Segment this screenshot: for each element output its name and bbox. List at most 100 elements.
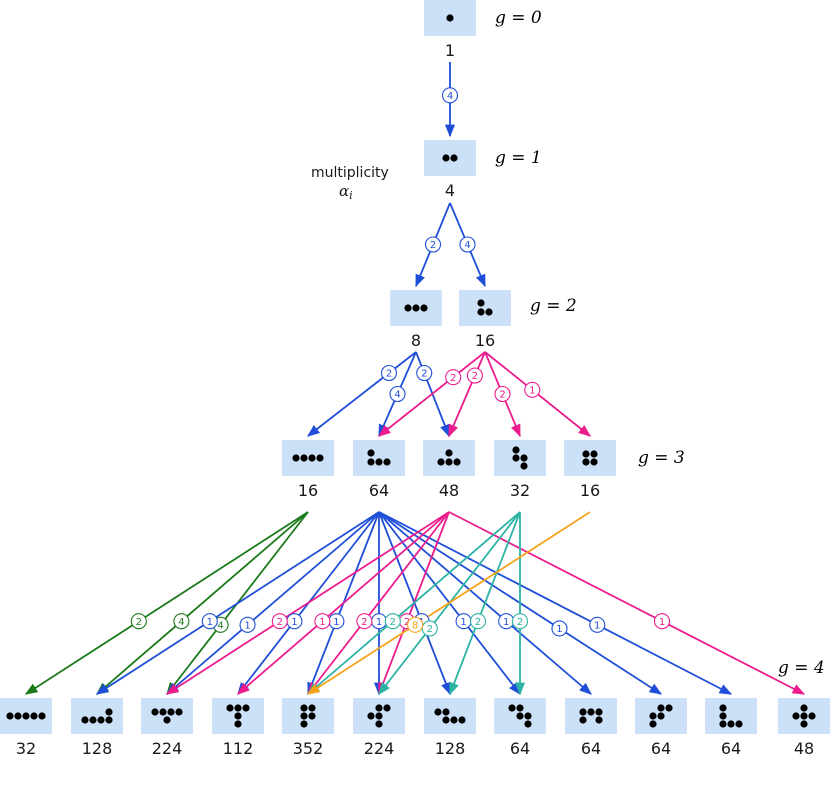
edge-weight-badge: 2: [271, 613, 288, 630]
edge-weight-label: 1: [659, 617, 665, 628]
edge-weight-label: 2: [277, 617, 283, 628]
node-dot: [375, 720, 383, 728]
multiplicity-symbol-sub: i: [349, 189, 353, 202]
node-e9: 64: [635, 698, 687, 758]
multiplicity-symbol-alpha: α: [339, 182, 349, 200]
edge-weight-badge: 4: [441, 87, 459, 104]
node-dot: [175, 708, 183, 716]
edge-weight-circle: [511, 613, 529, 630]
edge-weight-badge: 2: [356, 613, 373, 630]
node-dot: [582, 458, 590, 466]
node-dot: [512, 446, 520, 454]
node-e6: 128: [424, 698, 476, 758]
edge-weight-badge: 1: [286, 613, 303, 630]
edge-weight-label: 2: [361, 617, 367, 628]
edge-weight-label: 2: [450, 373, 456, 384]
node-dot: [300, 454, 308, 462]
node-dot: [524, 720, 532, 728]
node-dot: [151, 708, 159, 716]
edge-weight-label: 1: [594, 620, 600, 631]
edge-weight-label: 2: [386, 369, 392, 380]
node-c0: 8: [390, 290, 442, 350]
node-dot: [437, 458, 445, 466]
node-dot: [520, 462, 528, 470]
node-dot: [292, 454, 300, 462]
edge-weight-badge: 2: [384, 613, 401, 630]
node-dot: [442, 716, 450, 724]
node-multiplicity: 48: [794, 739, 814, 758]
node-dot: [167, 708, 175, 716]
edge-d2-e2: [165, 511, 450, 695]
node-dot: [38, 712, 46, 720]
edge-weight-badge: 1: [498, 613, 515, 630]
node-dot: [450, 716, 458, 724]
node-box: [141, 698, 193, 734]
edge-weight-badge: 1: [328, 613, 345, 630]
node-dot: [383, 704, 391, 712]
edge-weight-badge: 4: [459, 236, 476, 253]
level-label-g3: g = 3: [638, 448, 685, 468]
node-dot: [442, 154, 450, 162]
edge-weight-circle: [239, 616, 256, 633]
node-dot: [367, 449, 375, 457]
node-e8: 64: [565, 698, 617, 758]
node-dot: [458, 716, 466, 724]
edge-weight-badge: 1: [314, 613, 331, 630]
edge-weight-badge: 2: [424, 236, 442, 253]
edge-weight-badge: 2: [494, 385, 511, 403]
edge-weight-circle: [494, 385, 511, 403]
node-dot: [159, 708, 167, 716]
edge-weight-badge: 2: [511, 613, 529, 630]
edge-weight-circle: [441, 87, 459, 104]
node-dot: [450, 154, 458, 162]
node-dot: [30, 712, 38, 720]
node-dot: [792, 712, 800, 720]
node-dot: [520, 454, 528, 462]
edge-weight-label: 1: [207, 617, 213, 628]
node-dot: [308, 712, 316, 720]
node-multiplicity: 224: [152, 739, 183, 758]
edge-weight-label: 2: [427, 624, 433, 635]
level-label-g4: g = 4: [778, 658, 825, 678]
multiplicity-note: multiplicity: [311, 165, 389, 181]
node-box: [423, 440, 475, 476]
edge-c1-d1: [378, 351, 486, 437]
node-dot: [665, 704, 673, 712]
edge-weight-circle: [407, 616, 424, 633]
edge-weight-badge: 1: [551, 620, 568, 637]
node-dot: [375, 704, 383, 712]
node-dot: [367, 712, 375, 720]
node-dot: [445, 449, 453, 457]
node-e7: 64: [494, 698, 546, 758]
node-dot: [808, 712, 816, 720]
edge-weight-badge: 4: [389, 385, 406, 403]
level-label-g1: g = 1: [495, 148, 542, 168]
node-multiplicity: 128: [435, 739, 466, 758]
edge-weight-label: 1: [319, 617, 325, 628]
edge-weight-label: 2: [499, 390, 505, 401]
node-dot: [163, 716, 171, 724]
edge-weight-label: 2: [430, 240, 436, 251]
edge-weight-badge: 1: [370, 613, 388, 630]
node-dot: [420, 304, 428, 312]
node-box: [282, 698, 334, 734]
node-dot: [105, 708, 113, 716]
node-dot: [300, 712, 308, 720]
node-dot: [446, 14, 454, 22]
edge-weight-badge: 1: [653, 613, 671, 630]
node-multiplicity: 8: [411, 331, 421, 350]
node-d0: 16: [282, 440, 334, 500]
edge-weight-badge: 2: [466, 367, 483, 384]
node-e1: 128: [71, 698, 123, 758]
node-dot: [590, 458, 598, 466]
edge-d2-e11: [448, 511, 806, 695]
node-dot: [308, 454, 316, 462]
edge-weight-label: 4: [394, 390, 400, 401]
node-dot: [442, 708, 450, 716]
edge-weight-label: 4: [217, 620, 223, 631]
edge-d2-e4: [307, 511, 450, 695]
node-box: [494, 440, 546, 476]
edge-d0-e0: [24, 511, 309, 695]
edge-weight-badge: 1: [524, 381, 541, 398]
node-dot: [579, 708, 587, 716]
